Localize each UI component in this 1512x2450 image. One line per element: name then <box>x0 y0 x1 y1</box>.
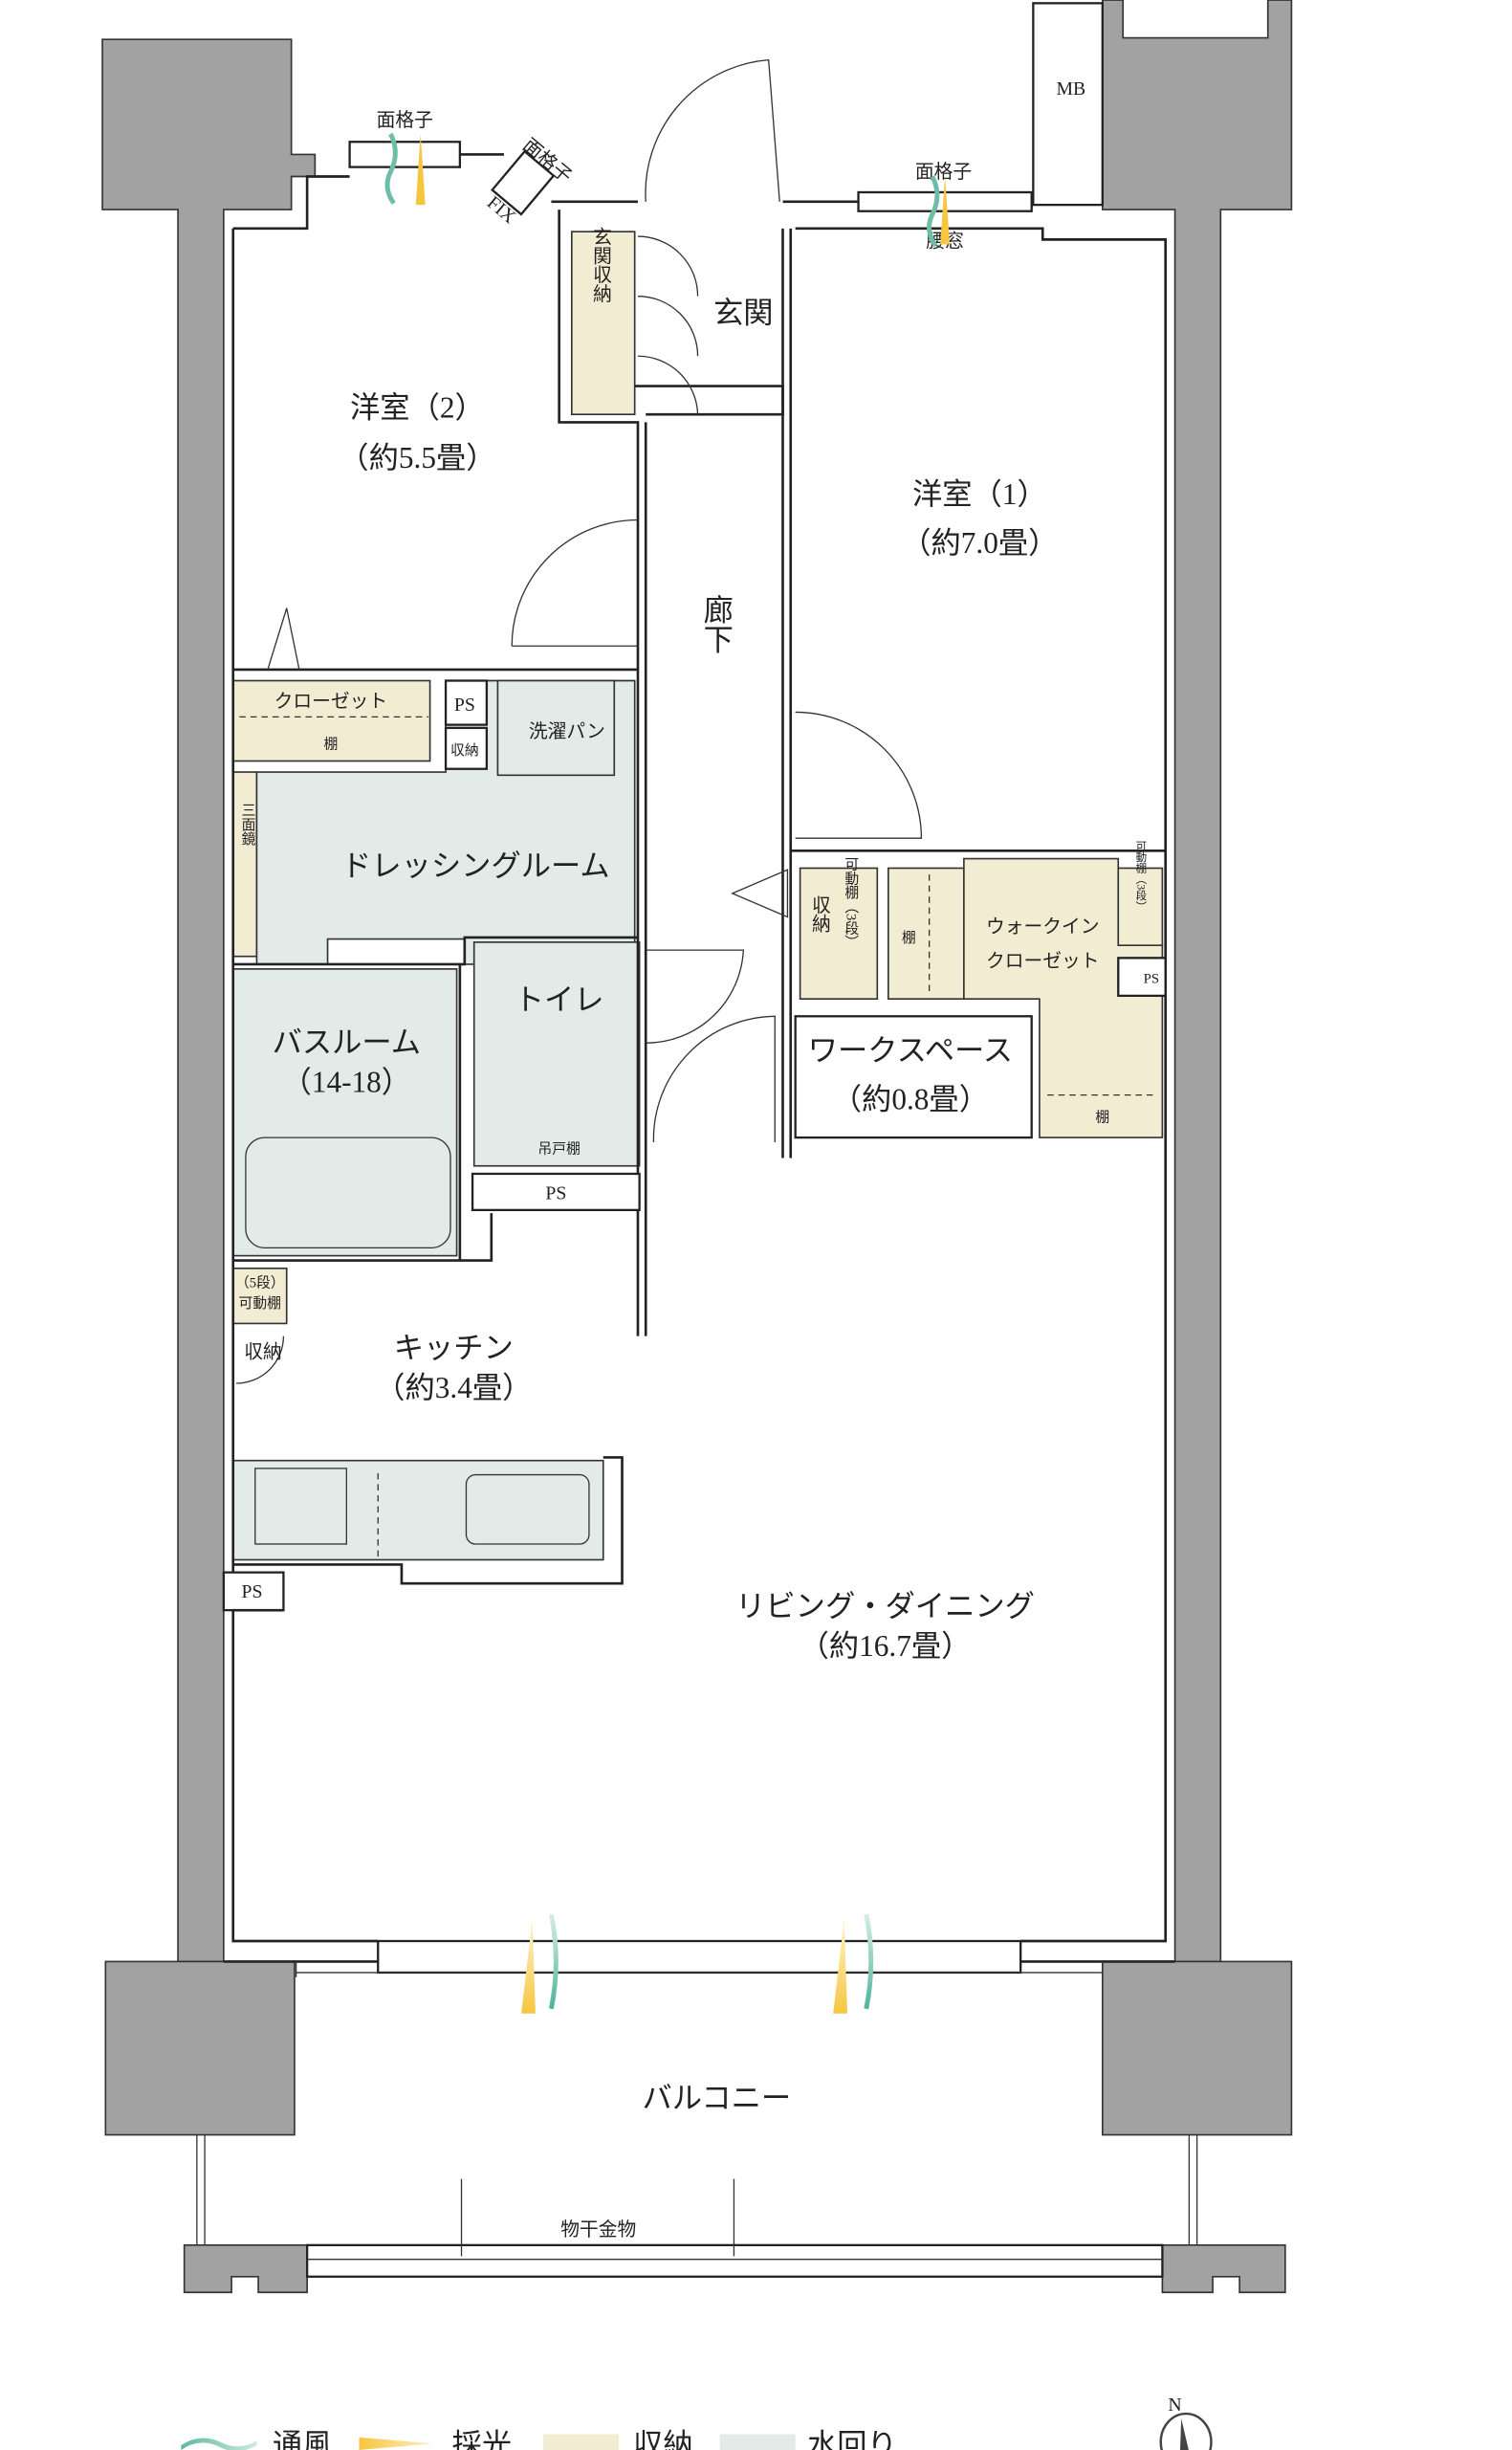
entrance-storage-label: 玄関収納 <box>589 227 611 302</box>
storage-door <box>637 235 699 415</box>
western-room-2-name: 洋室（2） <box>350 390 485 424</box>
mb-shaft <box>1032 2 1104 207</box>
wet-areas <box>231 679 641 1561</box>
storage-swatch <box>543 2434 620 2450</box>
window-lattice-label: 面格子 <box>377 110 433 131</box>
workspace-shelf-label: 棚 <box>1095 1110 1109 1126</box>
balcony-label: バルコニー <box>642 2082 791 2115</box>
wic-adjustable-shelf-label: 可動棚（3段） <box>843 857 858 949</box>
legend-label: 収納 <box>633 2428 693 2450</box>
ps-label: PS <box>1144 972 1159 987</box>
doors[interactable] <box>236 58 923 1384</box>
western-room-1-name: 洋室（1） <box>912 477 1047 511</box>
workspace-size: （約0.8畳） <box>832 1082 989 1115</box>
ps-label: PS <box>242 1581 263 1602</box>
ps-label: PS <box>454 695 475 716</box>
living-dining-size: （約16.7畳） <box>800 1629 972 1663</box>
closet-label: クローゼット <box>274 692 388 713</box>
compass-north-label: N <box>1168 2395 1181 2416</box>
kitchen-size: （約3.4畳） <box>375 1371 532 1404</box>
compass: N <box>1159 2395 1213 2450</box>
drying-hardware-label: 物干金物 <box>560 2219 636 2240</box>
corridor-door <box>652 1015 776 1143</box>
wic-shelf-label: 棚 <box>902 930 916 946</box>
partitions <box>196 175 1198 2278</box>
corridor-label: 廊下 <box>700 593 734 653</box>
toilet-label: トイレ <box>515 983 604 1017</box>
kitchen-name: キッチン <box>394 1332 514 1365</box>
western-room-2-size: （約5.5畳） <box>339 441 495 475</box>
storage-areas <box>231 231 1164 1325</box>
legend-label: 採光 <box>452 2428 513 2450</box>
wic-storage-label: 収納 <box>808 894 830 933</box>
triple-mirror-label: 三面鏡 <box>240 803 255 846</box>
kitchen-storage-label: 収納 <box>244 1342 282 1363</box>
window-lattice-label: 面格子 <box>915 162 972 183</box>
legend: 通風 採光 収納 水回り <box>181 2428 897 2450</box>
wind-icon <box>181 2438 257 2450</box>
small-storage-label: 収納 <box>450 742 479 759</box>
room-labels: 玄関収納 玄関 洋室（2） （約5.5畳） 洋室（1） （約7.0畳） 廊下 ク… <box>235 227 1167 2240</box>
compass-icon <box>1159 2412 1213 2450</box>
sunlight-icon <box>359 2437 433 2450</box>
entrance-door <box>645 58 780 202</box>
workspace-name: ワークスペース <box>808 1033 1013 1067</box>
structural-walls <box>101 0 1293 2294</box>
ventilation-daylight-markers <box>384 132 951 2014</box>
kitchen-shelf-label: 可動棚 <box>239 1295 281 1312</box>
western-room-1-size: （約7.0畳） <box>901 526 1058 560</box>
legend-label: 通風 <box>273 2428 333 2450</box>
bathroom-size: （14-18） <box>282 1065 412 1098</box>
dressing-room-label: ドレッシングルーム <box>341 850 610 883</box>
wet-area-swatch <box>719 2434 796 2450</box>
hanging-shelf-label: 吊戸棚 <box>537 1141 580 1158</box>
mb-label: MB <box>1057 78 1086 99</box>
kitchen-shelf-label: （5段） <box>235 1275 285 1291</box>
walk-in-closet-label: クローゼット <box>986 951 1100 972</box>
western2-door <box>511 519 638 647</box>
closet-shelf-label: 棚 <box>323 736 338 752</box>
entrance-label: 玄関 <box>713 297 774 330</box>
ps-label: PS <box>545 1182 566 1203</box>
washer-pan-label: 洗濯パン <box>529 721 605 742</box>
wic-adjustable-shelf-label: 可動棚（3段） <box>1134 840 1147 912</box>
legend-label: 水回り <box>807 2428 897 2450</box>
living-dining-name: リビング・ダイニング <box>735 1590 1035 1623</box>
bathroom-name: バスルーム <box>273 1026 421 1059</box>
kitchen-storage-door <box>236 1335 285 1384</box>
walk-in-closet-label: ウォークイン <box>986 916 1100 938</box>
toilet-door <box>646 949 745 1044</box>
western1-door <box>795 711 923 839</box>
